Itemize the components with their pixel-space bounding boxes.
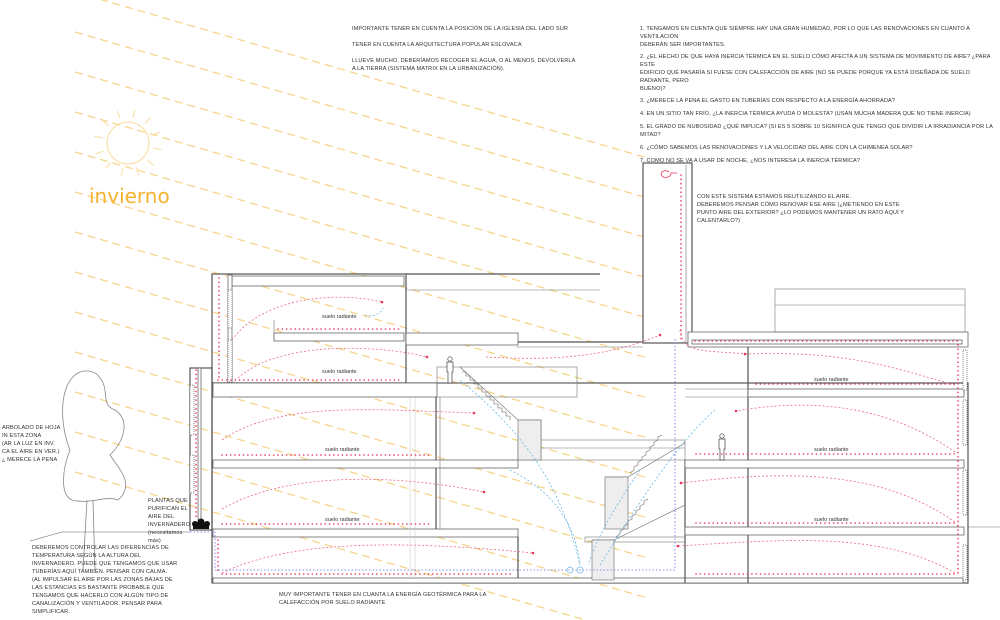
fan-icon (566, 566, 584, 574)
main-volume (211, 366, 969, 584)
ground-line (29, 531, 190, 542)
tree-outline (62, 370, 126, 571)
note-greenhouse: DEBEREMOS CONTROLAR LAS DIFERENCIAS DE T… (32, 545, 178, 615)
sun-ray-stroke (144, 117, 151, 124)
label-suelo-radiante: suelo radiante (814, 377, 849, 383)
sun-ray-stroke (95, 150, 104, 155)
sun-icon (94, 109, 162, 177)
sun-ray (74, 311, 646, 478)
label-suelo-radiante: suelo radiante (325, 517, 360, 523)
person-icon (446, 356, 454, 384)
sun-ray-stroke (152, 131, 161, 136)
right-volume (684, 288, 969, 583)
question-item: 7. COMO NO SE VA A USAR DE NOCHE, ¿NOS I… (640, 158, 861, 164)
label-suelo-radiante: suelo radiante (814, 517, 849, 523)
sun-ray (74, 471, 588, 620)
window-panel (189, 384, 195, 436)
cool-air-flow (190, 307, 716, 574)
note-solar-chimney: CON ESTE SISTEMA ESTAMOS REUTILIZANDO EL… (697, 194, 905, 224)
note-geothermal: MUY IMPORTANTE TENER EN CUANTA LA ENERGÍ… (279, 592, 487, 606)
sun-ray (74, 31, 646, 198)
sun-ray (100, 0, 646, 158)
label-suelo-radiante: suelo radiante (322, 369, 357, 375)
label-suelo-radiante: suelo radiante (322, 314, 357, 320)
note-plants: PLANTAS QUE PURIFICAN EL AIRE DEL INVERN… (148, 498, 191, 544)
facade-windows (189, 289, 968, 581)
sun-ray (74, 191, 646, 358)
sun-ray-stroke (102, 120, 109, 127)
radiant-floor-heating (195, 277, 961, 575)
label-suelo-radiante: suelo radiante (814, 447, 849, 453)
sun-ray (74, 391, 646, 558)
sun-ray (74, 431, 646, 598)
question-item: 4. EN UN SITIO TAN FRÍO, ¿LA INERCIA TÉR… (640, 111, 971, 117)
sun-ray-stroke (153, 147, 162, 151)
question-item: 5. EL GRADO DE NUBOSIDAD ¿QUÉ IMPLICA? (… (640, 124, 993, 138)
note-trees: ARBOLADO DE HOJA IN ESTA ZONA (AR LA LUZ… (2, 425, 61, 463)
question-item: 1. TENGAMOS EN CUENTA QUE SIEMPRE HAY UN… (640, 26, 970, 48)
sun-ray (74, 151, 646, 318)
note-site-context: IMPORTANTE TENER EN CUENTA LA POSICIÓN D… (352, 26, 576, 72)
season-label: invierno (89, 184, 170, 208)
warm-air-flow (221, 296, 956, 574)
questions-list: 1. TENGAMOS EN CUENTA QUE SIEMPRE HAY UN… (640, 25, 1000, 165)
sun-ray-stroke (135, 167, 140, 176)
question-item: 6. ¿CÓMO SABEMOS LAS RENOVACIONES Y LA V… (640, 145, 913, 151)
staircase (459, 366, 686, 581)
sun-ray-stroke (116, 110, 121, 119)
window-panel (227, 339, 233, 383)
window-panel (962, 399, 968, 446)
sun-ray (74, 271, 646, 438)
label-suelo-radiante: suelo radiante (325, 447, 360, 453)
solar-chimney (642, 162, 693, 344)
window-panel (962, 349, 968, 391)
sun-ray (74, 111, 646, 278)
sun-ray-stroke (147, 159, 154, 166)
window-panel (962, 544, 968, 581)
sun-ray-stroke (105, 162, 112, 169)
question-item: 2. ¿EL HECHO DE QUE HAYA INERCIA TÉRMICA… (640, 54, 991, 92)
window-panel (189, 454, 195, 494)
sun-ray (74, 351, 646, 518)
sun-ray (74, 71, 646, 238)
fan-icon (660, 170, 677, 178)
floor-labels: suelo radiante suelo radiante suelo radi… (322, 314, 849, 523)
plants-icon (192, 518, 210, 529)
person-icon (718, 433, 726, 461)
question-item: 3. ¿MERECE LA PENA EL GASTO EN TUBERÍAS … (640, 98, 896, 104)
sun-ray-stroke (94, 135, 103, 139)
sun-ray-stroke (120, 168, 124, 177)
upper-left-volume (211, 273, 643, 384)
window-panel (227, 289, 233, 329)
sun-ray (74, 231, 646, 398)
window-panel (962, 469, 968, 516)
sun-ray-stroke (132, 109, 136, 118)
